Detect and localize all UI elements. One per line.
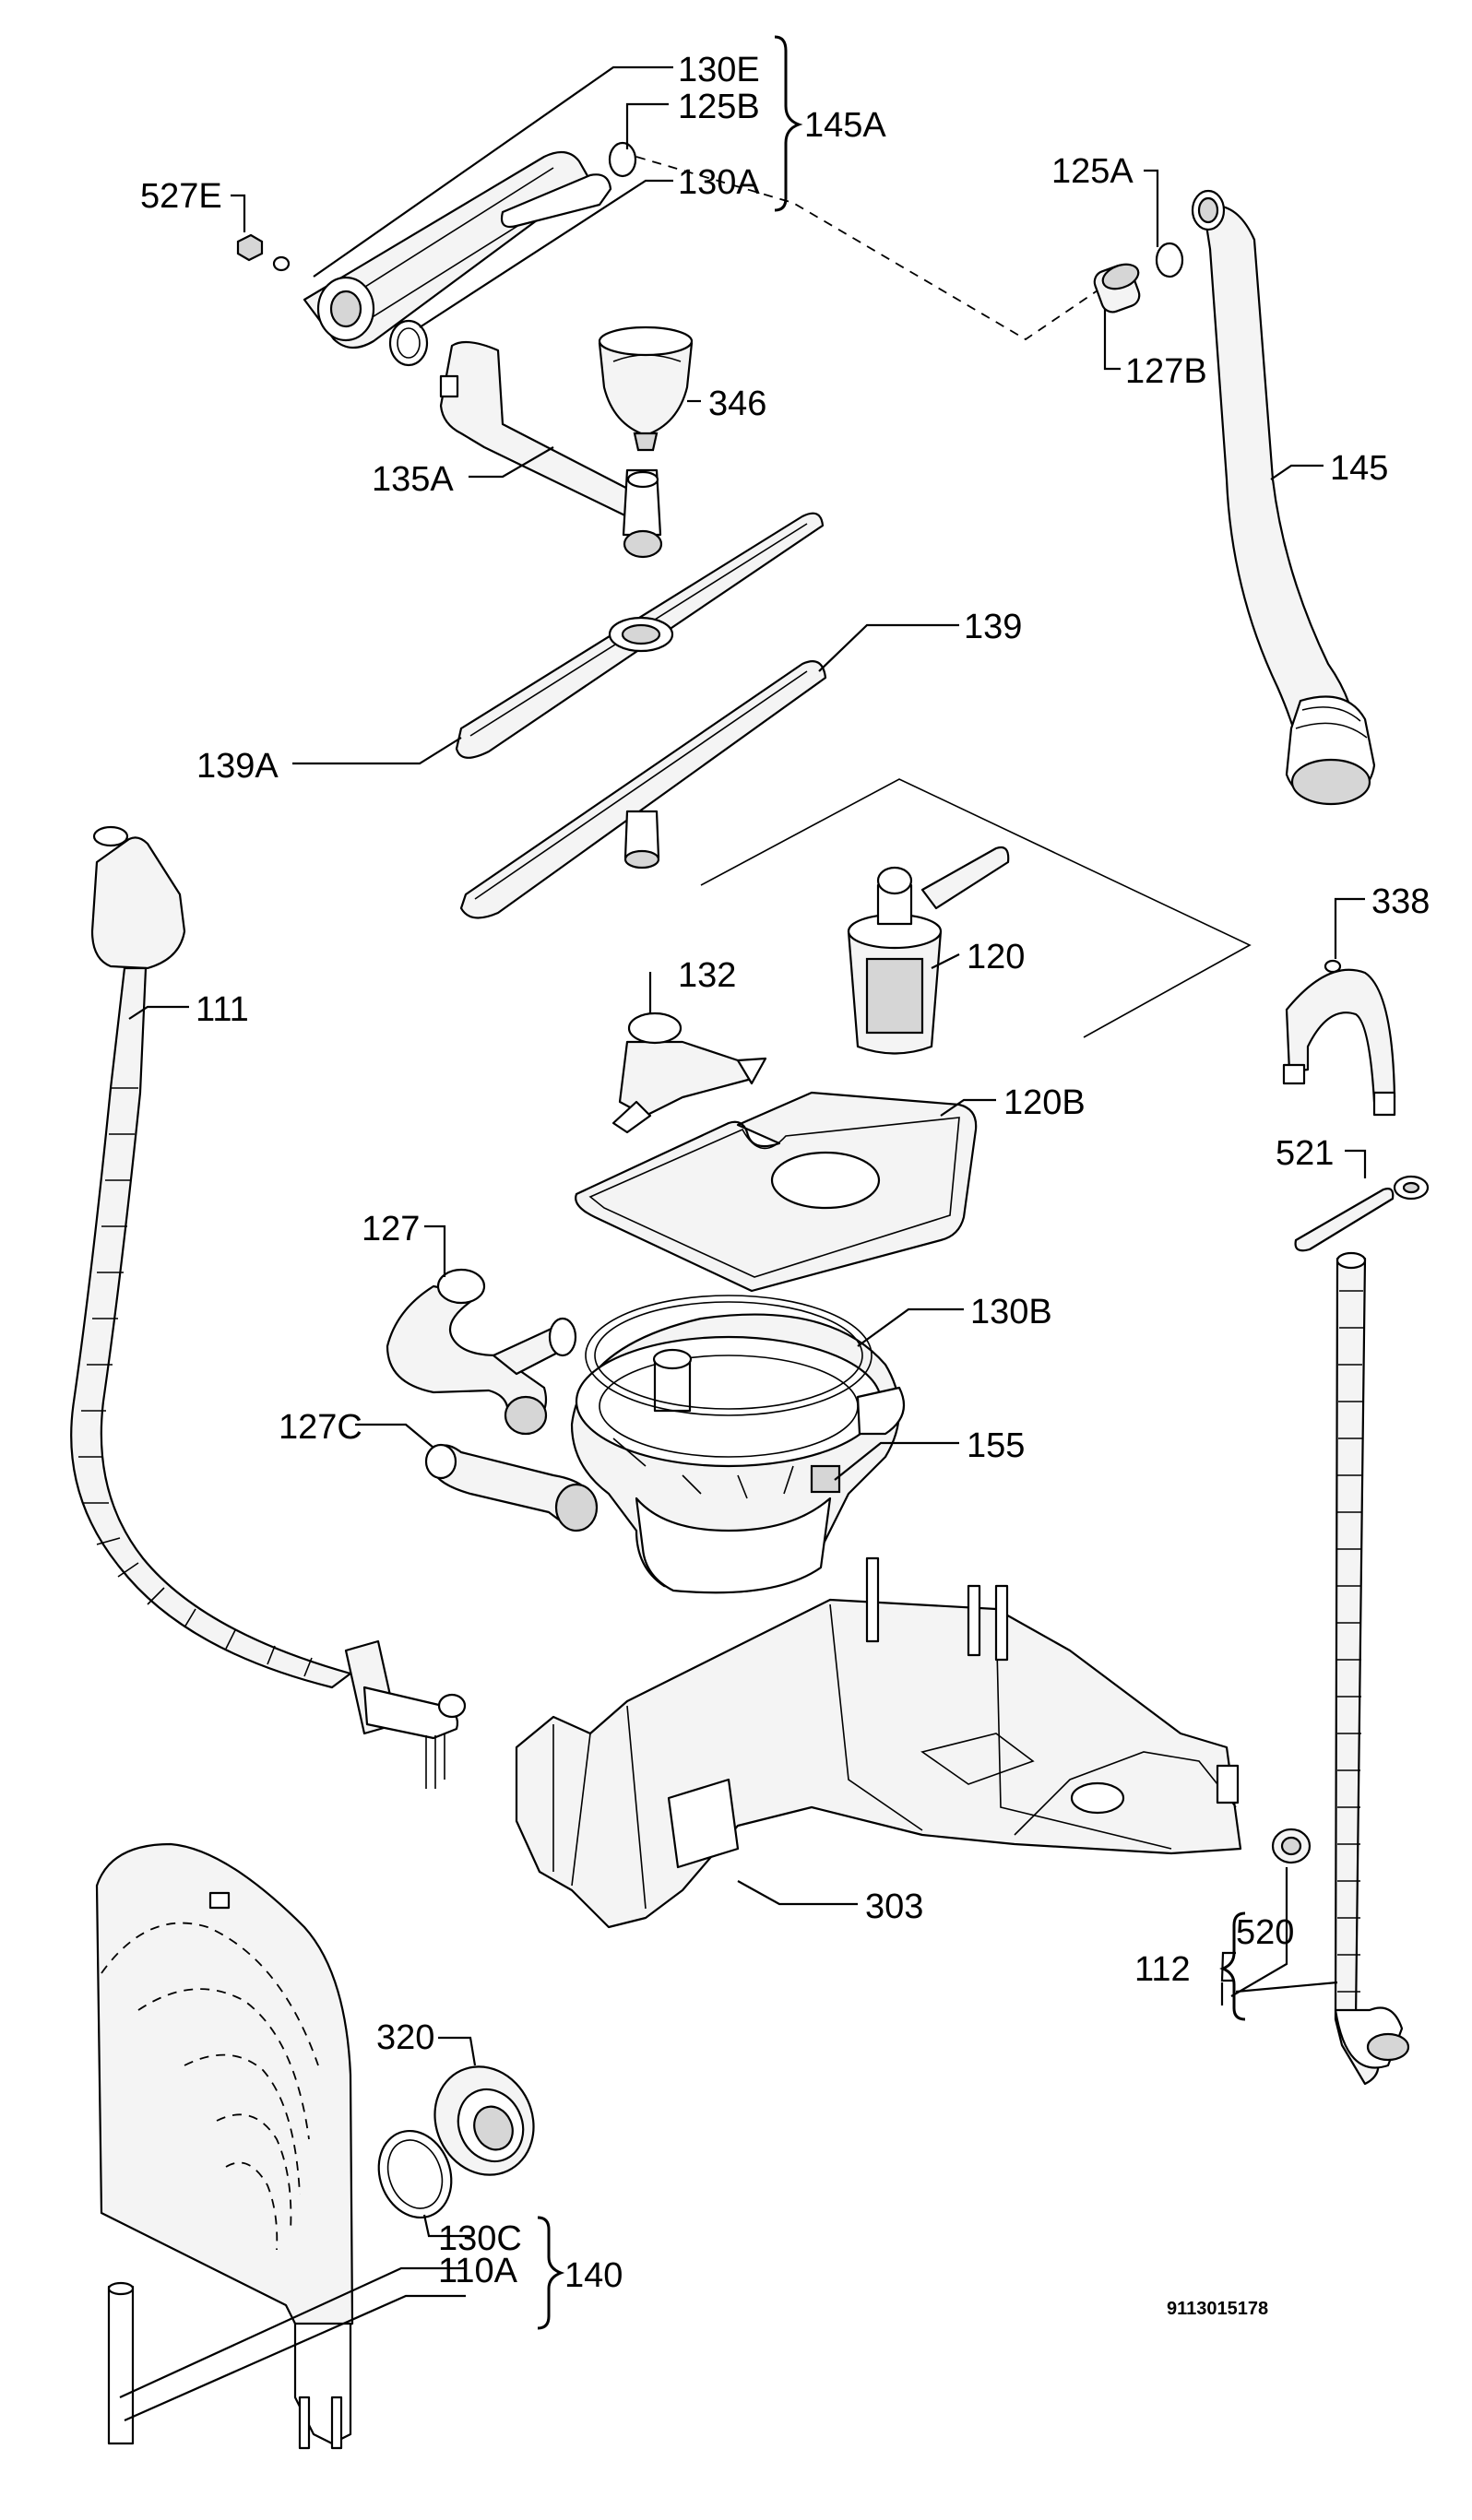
o-ring-125b (608, 141, 637, 178)
drain-hose-112 (1334, 1251, 1410, 2086)
supply-hose-145 (1191, 189, 1376, 806)
bracket-338 (1282, 959, 1396, 1117)
clip-521 (1294, 1175, 1430, 1252)
label-127b: 127B (1125, 352, 1207, 391)
label-127c: 127C (279, 1408, 362, 1447)
label-130b: 130B (970, 1293, 1052, 1331)
label-145: 145 (1330, 449, 1388, 488)
label-346: 346 (708, 385, 766, 423)
seal-ring-130c (377, 2129, 453, 2219)
hose-127 (386, 1268, 577, 1436)
flat-filter-120b (575, 1091, 978, 1293)
label-338: 338 (1371, 882, 1430, 921)
door-panel-140 (95, 1842, 354, 2450)
lower-spray-arm-upper (455, 512, 825, 759)
upper-spray-arm (439, 340, 663, 559)
label-130e: 130E (678, 51, 760, 89)
seal-ring-130b (585, 1295, 873, 1416)
label-130c: 130C (438, 2219, 522, 2258)
label-120: 120 (967, 938, 1025, 976)
seal-320 (433, 2065, 535, 2176)
label-112: 112 (1134, 1950, 1191, 1989)
spray-nozzle-346 (598, 325, 694, 452)
braces (537, 35, 1246, 2330)
label-132: 132 (678, 956, 736, 995)
filter-group-outline (700, 778, 1252, 1038)
leader-lines (119, 65, 1367, 2422)
label-155: 155 (967, 1426, 1025, 1465)
brace-145a (774, 35, 803, 212)
document-number: 9113015178 (1167, 2299, 1268, 2319)
label-135a: 135A (372, 460, 454, 499)
label-110a: 110A (438, 2252, 518, 2290)
label-145a: 145A (804, 106, 886, 145)
upper-supply-pipe (303, 150, 612, 349)
label-520: 520 (1236, 1913, 1294, 1952)
microfilter-120 (847, 846, 1010, 1055)
connector-127b (1093, 263, 1141, 314)
label-139a: 139A (196, 747, 279, 786)
hose-127c (424, 1443, 599, 1532)
label-521: 521 (1276, 1134, 1334, 1173)
label-130a: 130A (678, 163, 760, 202)
brace-140 (537, 2216, 565, 2330)
label-125b: 125B (678, 88, 760, 126)
filter-housing-132 (611, 1012, 767, 1134)
base-frame-303 (515, 1556, 1242, 1929)
sump-155 (570, 1313, 906, 1594)
part-labels: 130E 125B 145A 130A 527E 125A 127B 346 1… (140, 51, 1430, 2319)
label-111: 111 (196, 990, 249, 1029)
o-ring-130a (388, 319, 429, 367)
label-527e: 527E (140, 177, 222, 216)
label-120b: 120B (1003, 1083, 1086, 1122)
connector-520 (1271, 1828, 1312, 1864)
lower-spray-arm-lower (459, 660, 827, 919)
label-320: 320 (376, 2018, 434, 2057)
o-ring-125a (1155, 242, 1184, 278)
label-127: 127 (362, 1210, 420, 1248)
inlet-hose-111 (70, 825, 467, 1789)
nut-527e (236, 233, 291, 272)
label-303: 303 (865, 1887, 923, 1926)
label-140: 140 (564, 2256, 623, 2295)
label-139: 139 (964, 608, 1022, 646)
label-125a: 125A (1051, 152, 1134, 191)
brace-112 (1219, 1911, 1246, 2021)
